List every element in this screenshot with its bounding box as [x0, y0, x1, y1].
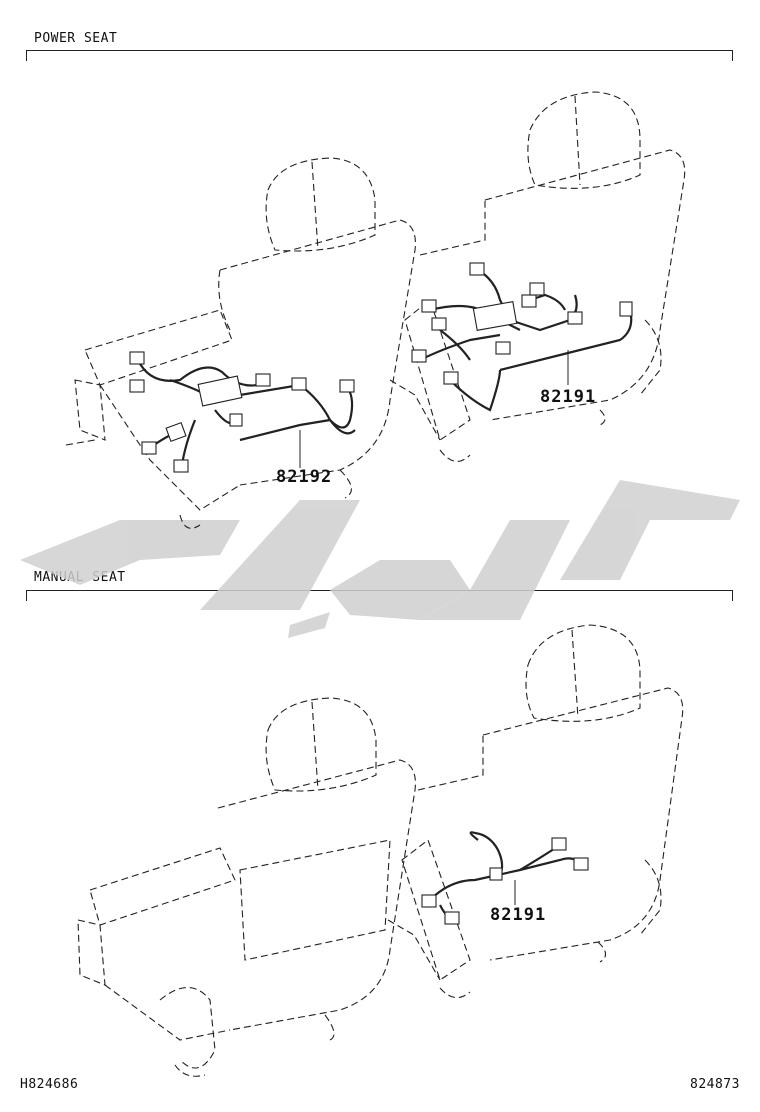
manual-seat-right: [387, 624, 684, 999]
power-seat-right: [389, 91, 686, 462]
part-label-82192: 82192: [276, 467, 333, 487]
footer-right-code: 824873: [690, 1077, 740, 1092]
manual-seat-right-harness: [421, 831, 589, 925]
power-seat-left-harness: [129, 351, 356, 473]
footer-left-code: H824686: [20, 1077, 79, 1092]
power-seat-right-harness: [411, 262, 633, 412]
part-label-82191-manual: 82191: [490, 905, 547, 925]
power-seat-left: [65, 157, 416, 529]
part-label-82191-power: 82191: [540, 387, 597, 407]
manual-seat-left: [77, 697, 416, 1077]
power-seat-title: POWER SEAT: [34, 31, 118, 46]
watermark-logo: [20, 480, 740, 638]
power-seat-bracket: [26, 50, 733, 61]
